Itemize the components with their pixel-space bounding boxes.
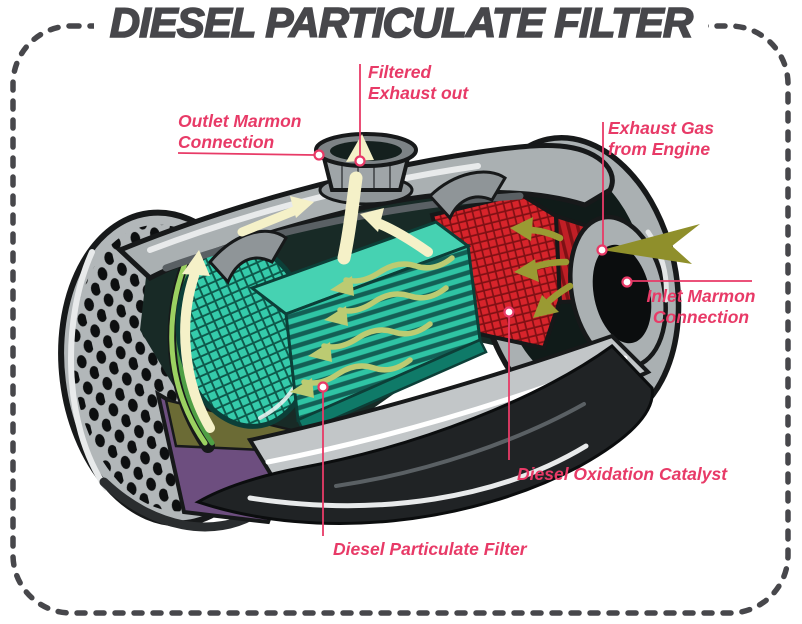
- callout-dots: [313, 149, 633, 393]
- label-outlet-marmon: Outlet Marmon Connection: [178, 111, 302, 152]
- inlet-dart-arrow: [602, 224, 700, 264]
- dpf-cutaway-illustration: [58, 132, 700, 532]
- leader-outlet-marmon: [177, 152, 315, 156]
- leader-dot: [596, 244, 608, 256]
- label-exhaust-gas: Exhaust Gas from Engine: [608, 118, 715, 159]
- filtered-exhaust-arrows: [180, 134, 433, 433]
- exhaust-inlet-arrows: [510, 217, 700, 318]
- label-diesel-oxidation-catalyst: Diesel Oxidation Catalyst: [517, 464, 728, 484]
- leader-dot: [354, 155, 366, 167]
- page-title: DIESEL PARTICULATE FILTER: [0, 0, 802, 46]
- leader-dot: [621, 276, 633, 288]
- label-filtered-exhaust: Filtered Exhaust out: [368, 62, 469, 103]
- interior-struts: [208, 170, 507, 285]
- label-diesel-particulate-filter: Diesel Particulate Filter: [333, 539, 527, 559]
- leader-dot: [313, 149, 325, 161]
- lower-casing: [194, 333, 654, 525]
- label-inlet-marmon: Inlet Marmon Connection: [646, 286, 756, 327]
- leader-dot: [317, 381, 329, 393]
- callout-leaders: [177, 64, 752, 536]
- leader-dot: [503, 306, 515, 318]
